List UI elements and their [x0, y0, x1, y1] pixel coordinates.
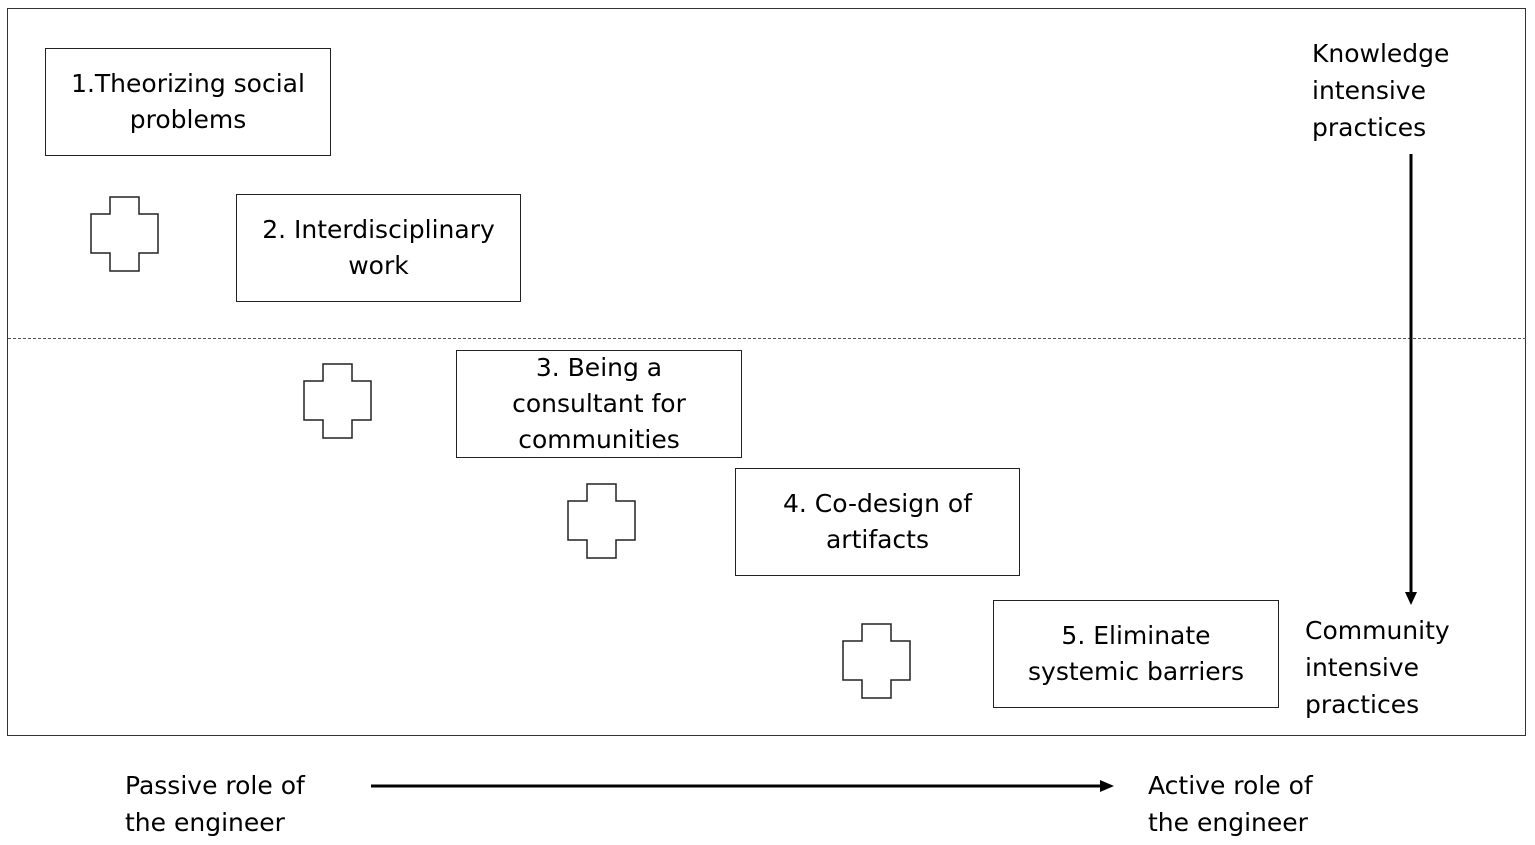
left-label-line-2: the engineer — [125, 808, 285, 837]
right-arrow-icon — [371, 780, 1114, 792]
stage-3-line-2: consultant for — [512, 389, 686, 418]
down-arrow-icon — [1405, 154, 1417, 605]
stage-1-box: 1.Theorizing social problems — [45, 48, 331, 156]
right-label-line-2: the engineer — [1148, 808, 1308, 837]
dashed-divider — [8, 338, 1526, 339]
plus-icon — [842, 623, 911, 699]
vertical-axis-top-label: Knowledge intensive practices — [1312, 35, 1449, 146]
stage-2-box: 2. Interdisciplinary work — [236, 194, 521, 302]
top-label-line-1: Knowledge — [1312, 39, 1450, 68]
stage-4-box: 4. Co-design of artifacts — [735, 468, 1020, 576]
diagram-frame — [7, 8, 1526, 736]
plus-icon — [567, 483, 636, 559]
stage-2-line-2: work — [348, 251, 409, 280]
stage-5-box: 5. Eliminate systemic barriers — [993, 600, 1279, 708]
top-label-line-3: practices — [1312, 113, 1427, 142]
plus-icon — [90, 196, 159, 272]
left-label-line-1: Passive role of — [125, 771, 305, 800]
stage-2-line-1: 2. Interdisciplinary — [262, 215, 495, 244]
top-label-line-2: intensive — [1312, 76, 1426, 105]
stage-3-box: 3. Being a consultant for communities — [456, 350, 742, 458]
horizontal-axis-right-label: Active role of the engineer — [1148, 767, 1313, 841]
stage-4-line-2: artifacts — [825, 525, 930, 554]
stage-3-line-3: communities — [518, 425, 680, 454]
stage-4-line-1: 4. Co-design of — [782, 489, 972, 518]
vertical-axis-bottom-label: Community intensive practices — [1305, 612, 1450, 723]
stage-1-line-1: 1.Theorizing social — [71, 69, 305, 98]
stage-1-line-2: problems — [129, 105, 247, 134]
bottom-label-line-3: practices — [1305, 690, 1420, 719]
stage-5-line-1: 5. Eliminate — [1061, 621, 1211, 650]
stage-3-line-1: 3. Being a — [535, 353, 663, 382]
right-label-line-1: Active role of — [1148, 771, 1313, 800]
stage-5-line-2: systemic barriers — [1028, 657, 1244, 686]
bottom-label-line-1: Community — [1305, 616, 1450, 645]
plus-icon — [303, 363, 372, 439]
horizontal-axis-left-label: Passive role of the engineer — [125, 767, 305, 841]
bottom-label-line-2: intensive — [1305, 653, 1419, 682]
